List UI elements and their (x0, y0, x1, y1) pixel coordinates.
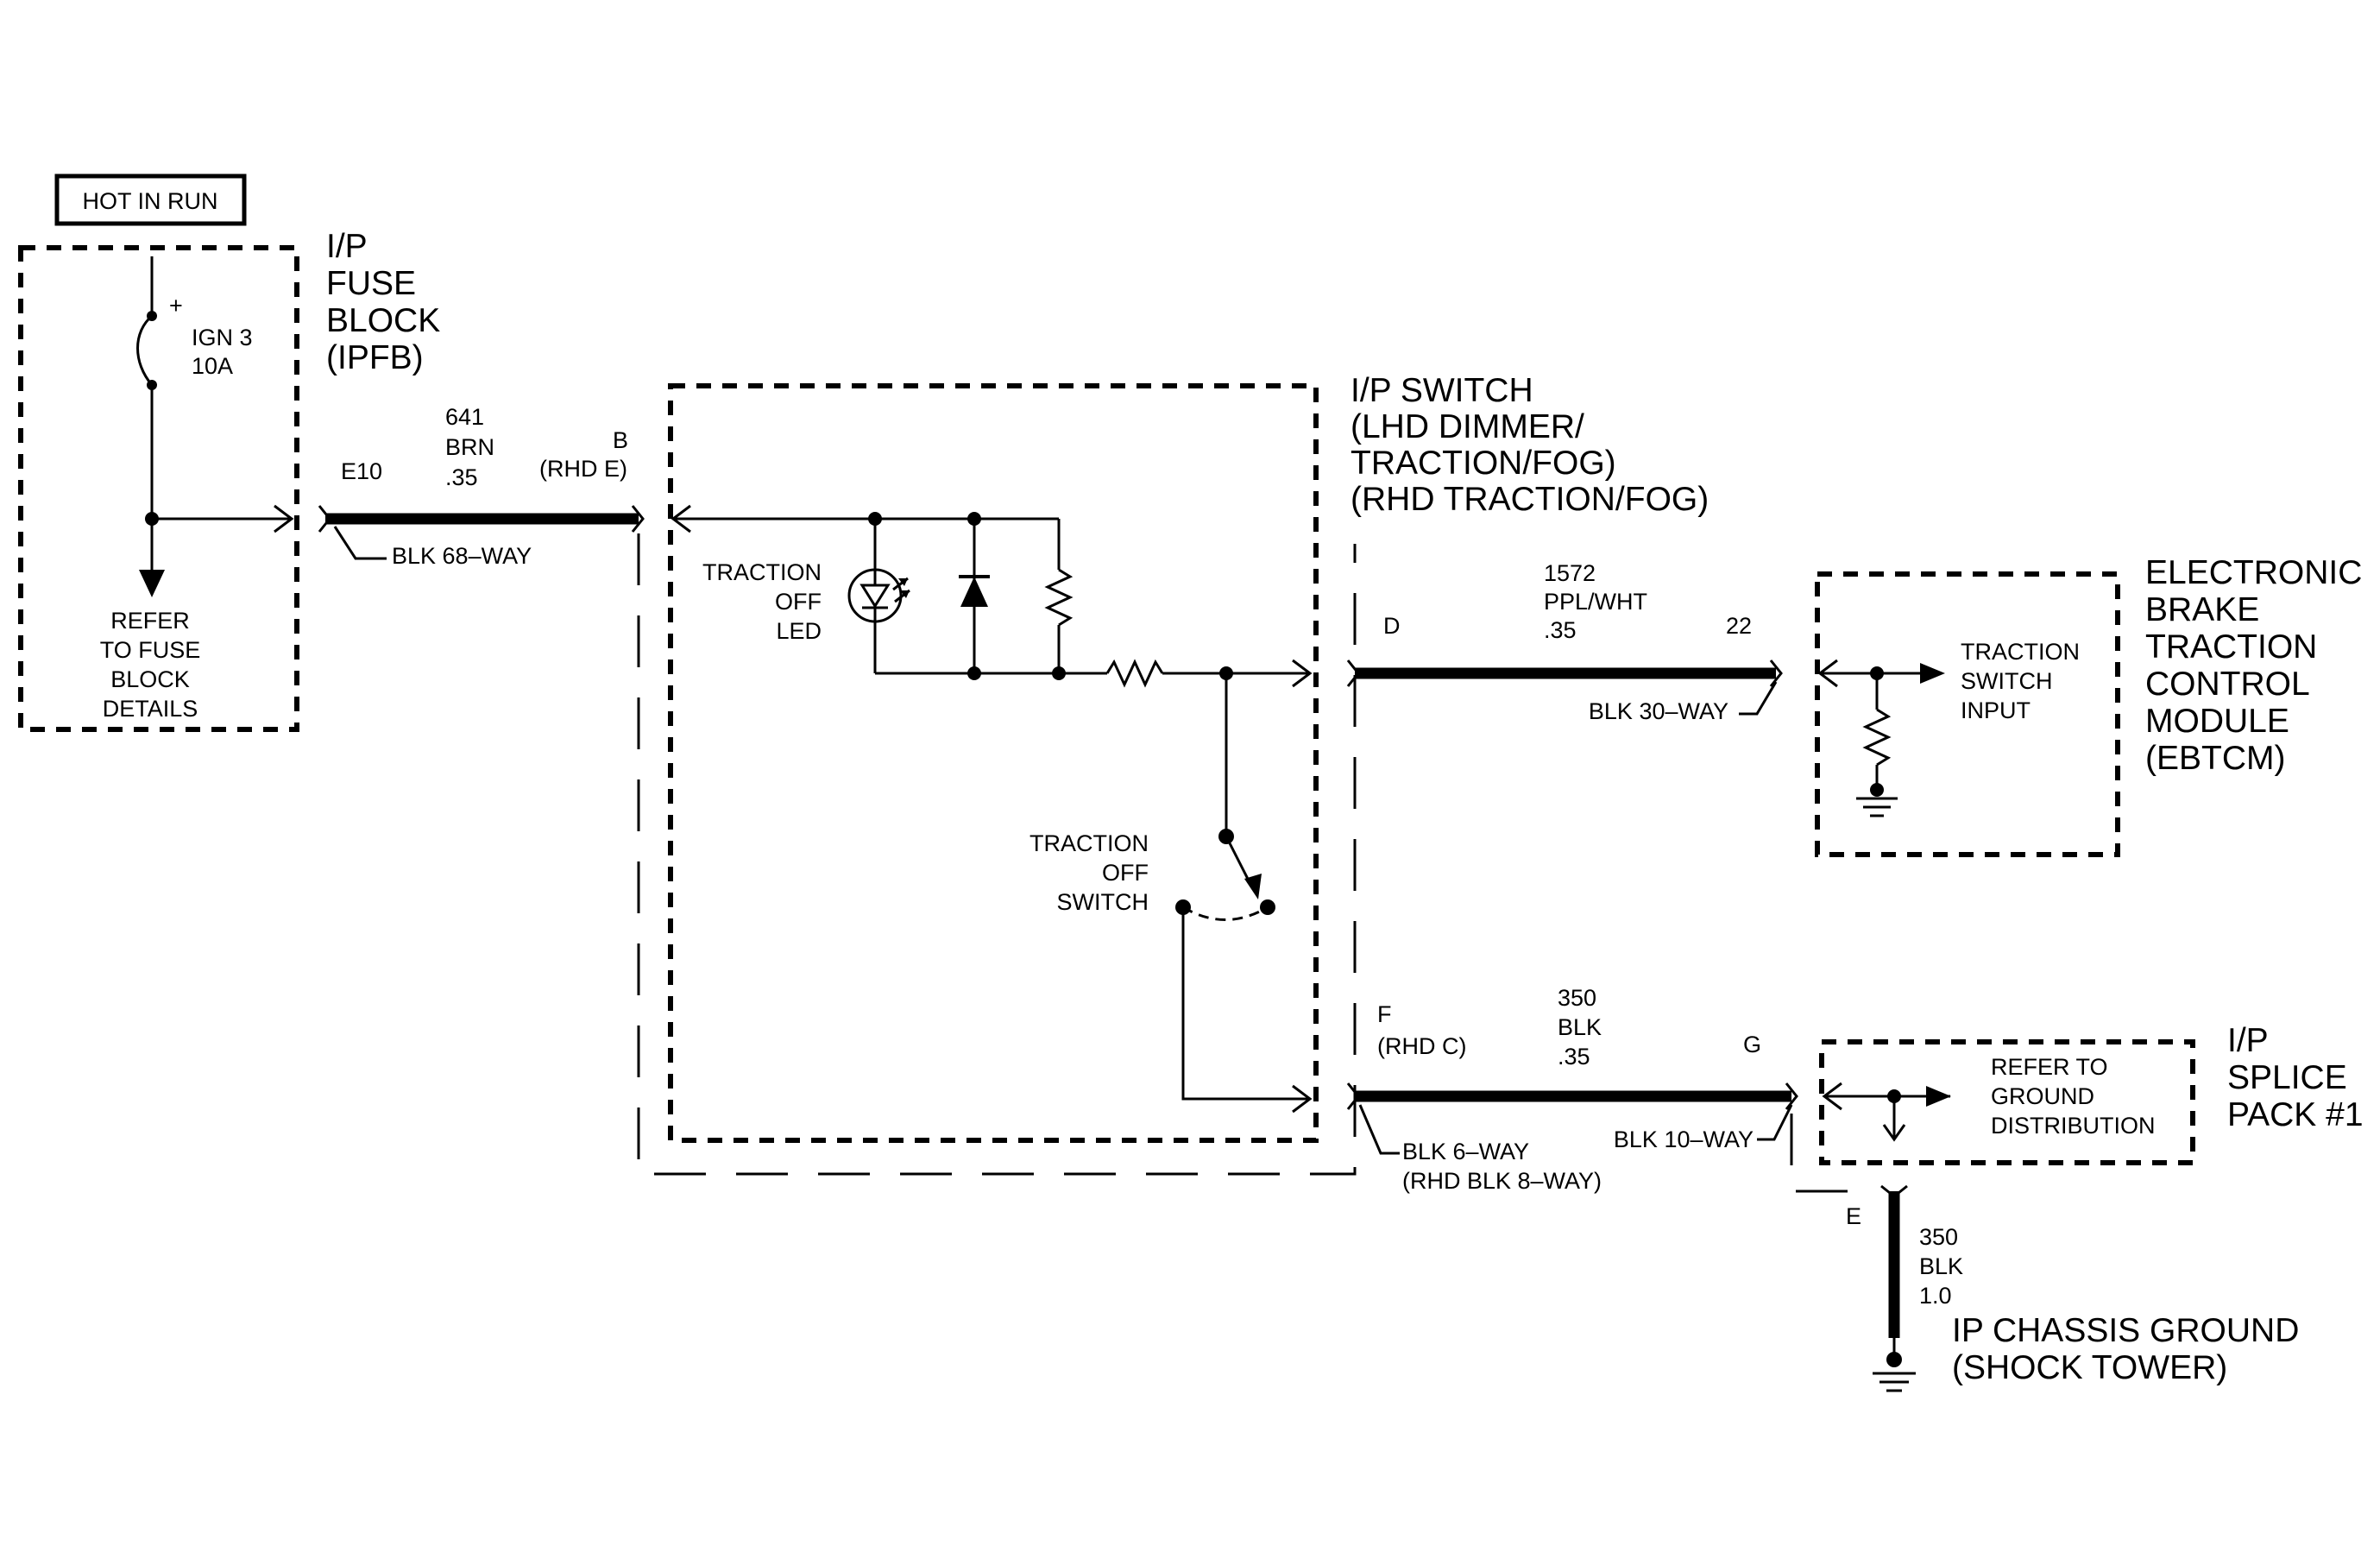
wire-641-gauge: .35 (445, 464, 478, 490)
resistor-icon (1105, 659, 1164, 688)
hot-in-run-box (54, 174, 247, 226)
svg-text:PACK #1: PACK #1 (2227, 1096, 2364, 1133)
svg-text:IP CHASSIS GROUND: IP CHASSIS GROUND (1952, 1312, 2299, 1349)
pin-22: 22 (1726, 613, 1752, 639)
ground-wire-color: BLK (1919, 1253, 1963, 1279)
svg-text:+: + (169, 293, 183, 319)
chassis-ground-icon (1873, 1372, 1916, 1392)
pin-g: G (1743, 1032, 1761, 1057)
svg-text:FUSE: FUSE (326, 265, 416, 302)
svg-text:I/P SWITCH: I/P SWITCH (1351, 372, 1533, 409)
svg-text:(SHOCK TOWER): (SHOCK TOWER) (1952, 1349, 2227, 1386)
arrow-down-icon (139, 570, 165, 597)
ebtcm-box (1815, 571, 2120, 857)
svg-text:GROUND: GROUND (1991, 1083, 2094, 1109)
ip-switch-title: I/P SWITCH (LHD DIMMER/ TRACTION/FOG) (R… (1351, 372, 1709, 518)
svg-text:ELECTRONIC: ELECTRONIC (2145, 554, 2362, 591)
connector-8-way-rhd: (RHD BLK 8–WAY) (1402, 1168, 1602, 1194)
wire-1572-gauge: .35 (1544, 617, 1577, 643)
circuit-641: 641 (445, 404, 484, 430)
splice-pack-refer: REFER TO GROUND DISTRIBUTION (1991, 1054, 2156, 1139)
wire-350-color: BLK (1558, 1014, 1602, 1040)
svg-text:BRAKE: BRAKE (2145, 591, 2259, 628)
ip-switch-box (668, 383, 1319, 1143)
splice-pack-title: I/P SPLICE PACK #1 (2227, 1022, 2364, 1133)
svg-text:(IPFB): (IPFB) (326, 339, 424, 376)
circuit-1572: 1572 (1544, 560, 1596, 586)
ground-icon (1856, 797, 1898, 817)
svg-text:OFF: OFF (1102, 860, 1149, 886)
svg-text:SPLICE: SPLICE (2227, 1059, 2347, 1096)
ebtcm-title: ELECTRONIC BRAKE TRACTION CONTROL MODULE… (2145, 554, 2362, 777)
svg-text:BLOCK: BLOCK (110, 666, 190, 692)
fuse-block-title: I/P FUSE BLOCK (IPFB) (326, 228, 440, 376)
svg-text:MODULE: MODULE (2145, 703, 2289, 740)
svg-text:OFF: OFF (775, 589, 822, 615)
ground-wire-gauge: 1.0 (1919, 1283, 1952, 1309)
resistor-icon (1862, 708, 1892, 767)
pin-b: B (613, 427, 628, 453)
svg-text:SWITCH: SWITCH (1961, 668, 2052, 694)
wire-641-color: BRN (445, 434, 494, 460)
ebtcm-input-label: TRACTION SWITCH INPUT (1961, 639, 2080, 723)
connector-30-way: BLK 30–WAY (1589, 698, 1728, 724)
fuse-rating: 10A (192, 353, 233, 379)
svg-text:TRACTION: TRACTION (702, 559, 822, 585)
diode-icon (960, 577, 988, 607)
svg-text:INPUT: INPUT (1961, 697, 2031, 723)
pin-f-rhd: (RHD C) (1377, 1033, 1466, 1059)
chassis-ground-title: IP CHASSIS GROUND (SHOCK TOWER) (1952, 1312, 2299, 1386)
svg-text:BLOCK: BLOCK (326, 302, 440, 339)
resistor-icon (1044, 568, 1074, 627)
circuit-350: 350 (1558, 985, 1596, 1011)
ground-circuit: 350 (1919, 1224, 1958, 1250)
pin-f: F (1377, 1001, 1392, 1027)
connector-10-way: BLK 10–WAY (1614, 1126, 1754, 1152)
svg-text:(RHD TRACTION/FOG): (RHD TRACTION/FOG) (1351, 481, 1709, 518)
svg-text:I/P: I/P (2227, 1022, 2269, 1059)
svg-text:REFER: REFER (110, 608, 190, 634)
wire-350-gauge: .35 (1558, 1044, 1590, 1070)
fuse-block-refer: REFER TO FUSE BLOCK DETAILS (100, 608, 201, 722)
fuse-name: IGN 3 (192, 325, 253, 350)
svg-text:I/P: I/P (326, 228, 368, 265)
svg-text:TRACTION: TRACTION (1961, 639, 2080, 665)
switch-label: TRACTION OFF SWITCH (1029, 830, 1149, 915)
svg-text:DISTRIBUTION: DISTRIBUTION (1991, 1113, 2156, 1139)
svg-text:TRACTION/FOG): TRACTION/FOG) (1351, 445, 1616, 482)
svg-text:SWITCH: SWITCH (1057, 889, 1149, 915)
pin-b-rhd: (RHD E) (539, 456, 627, 482)
pin-d: D (1383, 613, 1401, 639)
svg-text:(EBTCM): (EBTCM) (2145, 740, 2285, 777)
pin-e10: E10 (341, 458, 382, 484)
svg-text:REFER TO: REFER TO (1991, 1054, 2108, 1080)
svg-text:TRACTION: TRACTION (1029, 830, 1149, 856)
svg-text:CONTROL: CONTROL (2145, 666, 2310, 703)
pin-e: E (1846, 1203, 1861, 1229)
splice-pack-box (1819, 1039, 2195, 1165)
svg-text:TO FUSE: TO FUSE (100, 637, 201, 663)
led-label: TRACTION OFF LED (702, 559, 822, 644)
hot-in-run-label: HOT IN RUN (82, 188, 217, 214)
wire-1572-color: PPL/WHT (1544, 589, 1647, 615)
fuse-icon (136, 314, 154, 386)
svg-text:TRACTION: TRACTION (2145, 628, 2317, 666)
svg-text:LED: LED (776, 618, 822, 644)
svg-text:(LHD DIMMER/: (LHD DIMMER/ (1351, 408, 1584, 445)
ip-switch-connector-outline (637, 533, 1357, 1176)
fuse-block-box (18, 245, 299, 732)
connector-6-way: BLK 6–WAY (1402, 1139, 1529, 1164)
connector-68-way: BLK 68–WAY (392, 543, 532, 569)
svg-text:DETAILS: DETAILS (103, 696, 198, 722)
